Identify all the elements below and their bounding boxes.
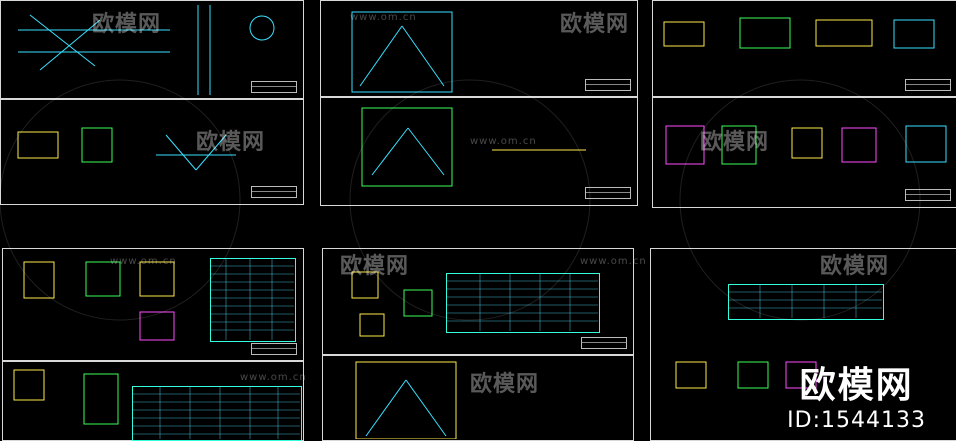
steel-member-table-1 — [210, 258, 296, 342]
watermark-url: www.om.cn — [240, 372, 307, 383]
title-block — [585, 187, 631, 199]
image-id-text: ID:1544133 — [787, 408, 926, 433]
drawing-sheet-7 — [2, 248, 304, 362]
title-block — [585, 79, 631, 91]
drawing-sheet-9 — [322, 248, 634, 356]
watermark-url: www.om.cn — [580, 256, 647, 267]
drawing-sheet-2 — [0, 98, 304, 205]
watermark-brand: 欧模网 — [92, 12, 162, 37]
title-block — [905, 189, 951, 201]
watermark-url: www.om.cn — [470, 136, 537, 147]
title-block — [581, 337, 627, 349]
drawing-sheet-6 — [652, 96, 956, 208]
title-block — [905, 79, 951, 91]
title-block — [251, 186, 297, 198]
drawing-sheet-3 — [320, 0, 638, 98]
steel-member-table-2 — [446, 273, 600, 333]
watermark-brand: 欧模网 — [196, 130, 266, 155]
watermark-brand: 欧模网 — [820, 254, 890, 279]
brand-id-overlay: 欧模网 ID:1544133 — [787, 356, 926, 433]
drawing-sheet-1 — [0, 0, 304, 100]
brand-name: 欧模网 — [799, 365, 914, 406]
watermark-brand: 欧模网 — [470, 372, 540, 397]
watermark-brand: 欧模网 — [560, 12, 630, 37]
steel-member-table-3 — [728, 284, 884, 320]
title-block — [251, 343, 297, 355]
drawing-sheet-5 — [652, 0, 956, 98]
watermark-url: www.om.cn — [110, 256, 177, 267]
drawing-sheet-4 — [320, 96, 638, 206]
watermark-brand: 欧模网 — [340, 254, 410, 279]
watermark-url: www.om.cn — [350, 12, 417, 23]
watermark-brand: 欧模网 — [700, 130, 770, 155]
title-block — [251, 81, 297, 93]
